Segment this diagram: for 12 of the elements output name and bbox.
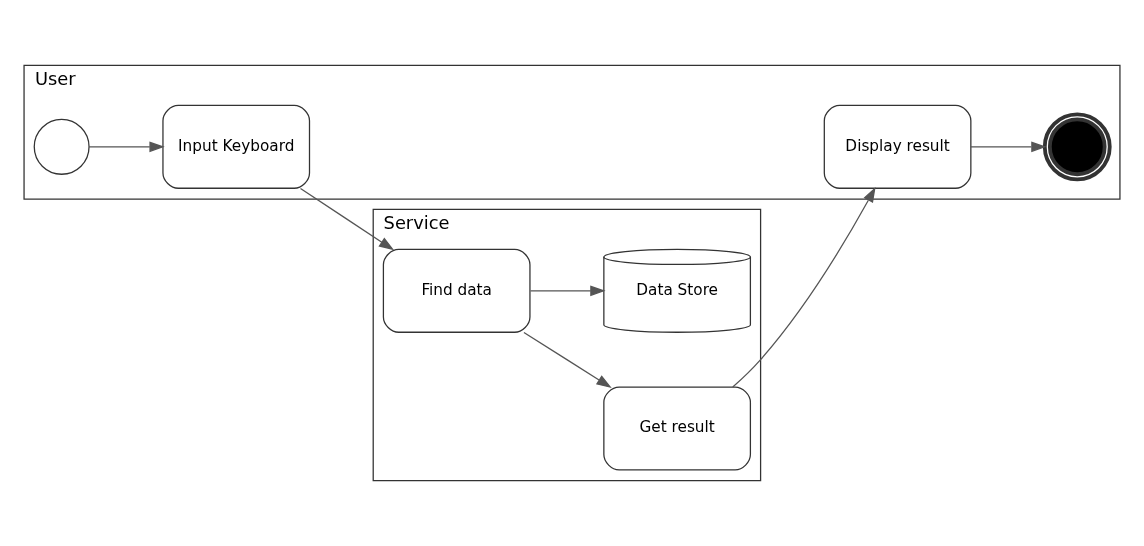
- arrow: [88, 141, 165, 153]
- node-box: Input Keyboard: [162, 104, 311, 189]
- node-circle: [1042, 112, 1112, 182]
- node-box: Display result: [823, 104, 972, 189]
- node-box: Get result: [603, 386, 752, 471]
- node-box: Find data: [382, 248, 531, 333]
- arrow: [523, 331, 612, 388]
- arrow: [732, 186, 876, 388]
- arrow: [970, 141, 1047, 153]
- arrow: [529, 285, 606, 297]
- arrow: [299, 187, 395, 251]
- node-circle: [33, 118, 90, 175]
